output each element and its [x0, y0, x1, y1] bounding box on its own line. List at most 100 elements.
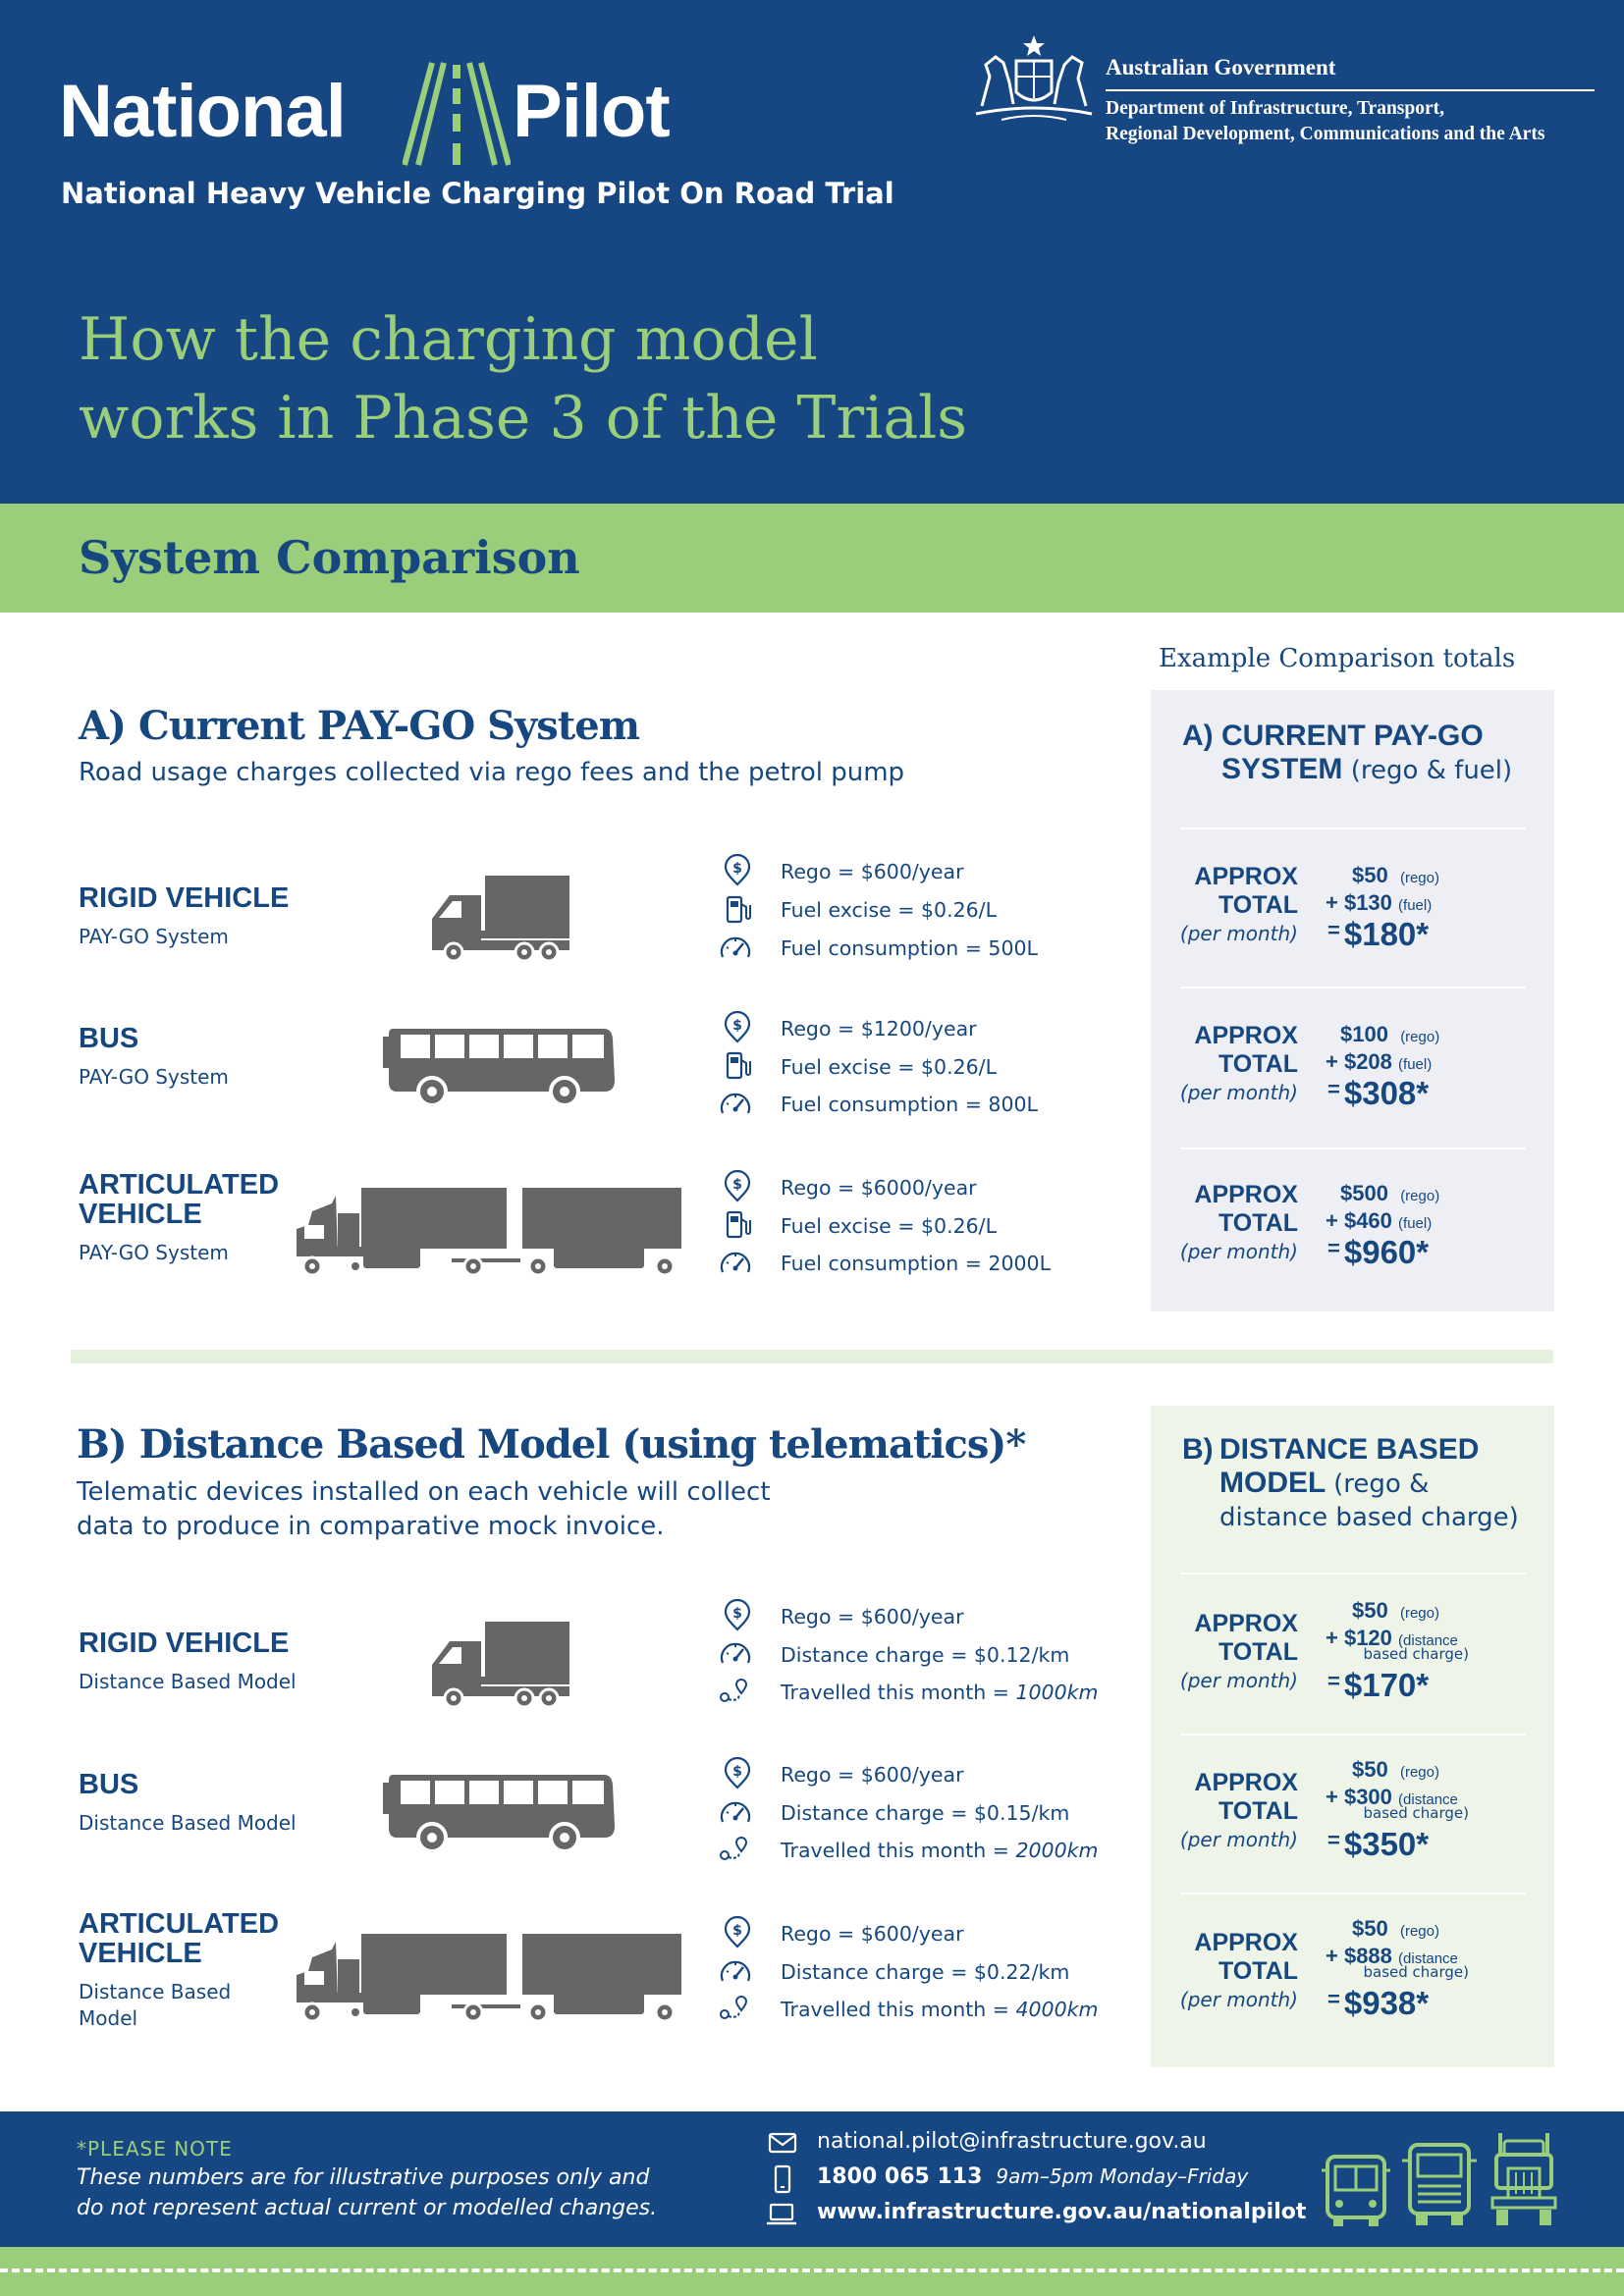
- vehicle-name: VEHICLE: [79, 1199, 202, 1230]
- phone-number[interactable]: 1800 065 113: [817, 2164, 983, 2189]
- section-a-desc: Road usage charges collected via rego fe…: [79, 758, 905, 787]
- spec-text: Distance charge = $0.12/km: [781, 1643, 1070, 1667]
- spec-text: Travelled this month = 2000km: [781, 1839, 1099, 1862]
- equals-sign: =: [1327, 1236, 1340, 1260]
- spec-text: Fuel excise = $0.26/L: [781, 898, 997, 922]
- articulated-truck-icon: [295, 1186, 687, 1276]
- vehicle-sub: Model: [79, 2006, 138, 2030]
- dollar-pin-icon: [721, 854, 754, 887]
- please-note-heading: *PLEASE NOTE: [77, 2137, 233, 2161]
- rego-amount: $500: [1340, 1181, 1388, 1205]
- headline-line1: How the charging model: [79, 305, 818, 374]
- dollar-pin-icon: [721, 1170, 754, 1203]
- rego-note: (rego): [1399, 1923, 1439, 1940]
- panel-head-suffix: distance based charge): [1219, 1503, 1519, 1532]
- total-amount: $350*: [1343, 1826, 1430, 1862]
- approx-label: APPROX: [1194, 1610, 1298, 1637]
- email-icon: [768, 2132, 797, 2154]
- equals-sign: =: [1327, 1987, 1340, 2011]
- rego-amount: $50: [1352, 863, 1388, 887]
- spec-text: Rego = $600/year: [781, 1605, 964, 1629]
- total-amount: $170*: [1343, 1667, 1430, 1703]
- header-subtitle: National Heavy Vehicle Charging Pilot On…: [61, 177, 894, 210]
- coat-of-arms-icon: [975, 35, 1093, 121]
- per-month-label: (per month): [1179, 1988, 1298, 2011]
- spec-text: Travelled this month = 4000km: [781, 1998, 1099, 2021]
- vehicle-name: RIGID VEHICLE: [79, 882, 290, 914]
- approx-label: APPROX: [1194, 1181, 1298, 1208]
- panel-head-prefix: B): [1182, 1433, 1214, 1466]
- fuel-amount: + $460: [1326, 1208, 1392, 1233]
- section-band: System Comparison: [0, 504, 1624, 613]
- total-label: TOTAL: [1218, 1638, 1298, 1666]
- semi-truck-front-icon: [1490, 2133, 1557, 2225]
- rego-amount: $50: [1352, 1757, 1388, 1782]
- fuel-pump-icon: [721, 1048, 754, 1082]
- email-link[interactable]: national.pilot@infrastructure.gov.au: [817, 2129, 1207, 2154]
- gov-dept-line1: Department of Infrastructure, Transport,: [1106, 98, 1444, 119]
- spec-text: Distance charge = $0.15/km: [781, 1801, 1070, 1825]
- vehicle-sub: PAY-GO System: [79, 1065, 229, 1089]
- fuel-note: (fuel): [1398, 1056, 1433, 1073]
- distance-amount: + $888: [1326, 1944, 1392, 1968]
- distance-note: (distance: [1398, 1950, 1458, 1967]
- distance-note: (distance: [1398, 1632, 1458, 1649]
- gov-name: Australian Government: [1106, 55, 1336, 80]
- equals-sign: =: [1327, 1828, 1340, 1852]
- bus-front-icon: [1322, 2155, 1390, 2226]
- vehicle-name: BUS: [79, 1769, 139, 1800]
- fuel-note: (fuel): [1398, 1215, 1433, 1232]
- total-amount: $308*: [1343, 1075, 1430, 1111]
- spec-text: Rego = $600/year: [781, 1763, 964, 1787]
- route-pin-icon: [717, 1832, 750, 1865]
- spec-text: Travelled this month = 1000km: [781, 1681, 1099, 1704]
- example-heading: Example Comparison totals: [1159, 644, 1516, 673]
- footer-dashed-line: [0, 2269, 1624, 2272]
- panel-head-line1: DISTANCE BASED: [1219, 1433, 1480, 1466]
- bus-icon: [383, 1021, 619, 1109]
- vehicle-name: ARTICULATED: [79, 1169, 280, 1201]
- panel-divider: [1180, 1893, 1526, 1895]
- panel-head-line2: MODEL: [1219, 1467, 1326, 1499]
- total-label: TOTAL: [1218, 891, 1298, 919]
- rego-amount: $50: [1352, 1916, 1388, 1941]
- footer: *PLEASE NOTE These numbers are for illus…: [0, 2111, 1624, 2247]
- equals-sign: =: [1327, 918, 1340, 942]
- dollar-pin-icon: [721, 1757, 754, 1790]
- total-amount: $180*: [1343, 916, 1430, 952]
- spec-text: Rego = $6000/year: [781, 1176, 977, 1200]
- panel-head-prefix: A): [1182, 720, 1214, 752]
- total-label: TOTAL: [1218, 1209, 1298, 1237]
- per-month-label: (per month): [1179, 1240, 1298, 1263]
- speedometer-icon: [719, 1245, 752, 1278]
- laptop-icon: [767, 2203, 796, 2225]
- rego-amount: $50: [1352, 1598, 1388, 1623]
- speedometer-icon: [719, 1953, 752, 1987]
- panel-head-suffix: (rego & fuel): [1350, 756, 1513, 785]
- section-divider: [71, 1350, 1553, 1363]
- spec-text: Rego = $1200/year: [781, 1017, 977, 1041]
- vehicle-sub: Distance Based Model: [79, 1811, 297, 1835]
- vehicle-sub: Distance Based Model: [79, 1670, 297, 1693]
- truck-front-icon: [1402, 2143, 1477, 2225]
- speedometer-icon: [719, 1635, 752, 1669]
- phone-icon: [774, 2164, 791, 2194]
- per-month-label: (per month): [1179, 1081, 1298, 1104]
- distance-amount: + $300: [1326, 1785, 1392, 1809]
- total-amount: $960*: [1343, 1234, 1430, 1270]
- total-label: TOTAL: [1218, 1957, 1298, 1985]
- approx-label: APPROX: [1194, 1022, 1298, 1049]
- articulated-truck-icon: [295, 1932, 687, 2022]
- vehicle-sub: Distance Based: [79, 1980, 232, 2003]
- rego-note: (rego): [1399, 1605, 1439, 1622]
- fuel-pump-icon: [721, 892, 754, 926]
- gov-rule: [1106, 89, 1595, 91]
- section-b-title: B) Distance Based Model (using telematic…: [77, 1421, 1026, 1468]
- spec-text: Fuel consumption = 2000L: [781, 1252, 1052, 1275]
- panel-head-line2: SYSTEM: [1221, 753, 1343, 785]
- distance-amount: + $120: [1326, 1626, 1392, 1650]
- route-pin-icon: [717, 1674, 750, 1707]
- logo-pilot: Pilot: [513, 70, 671, 153]
- per-month-label: (per month): [1179, 922, 1298, 945]
- section-b-desc-line1: Telematic devices installed on each vehi…: [77, 1477, 771, 1507]
